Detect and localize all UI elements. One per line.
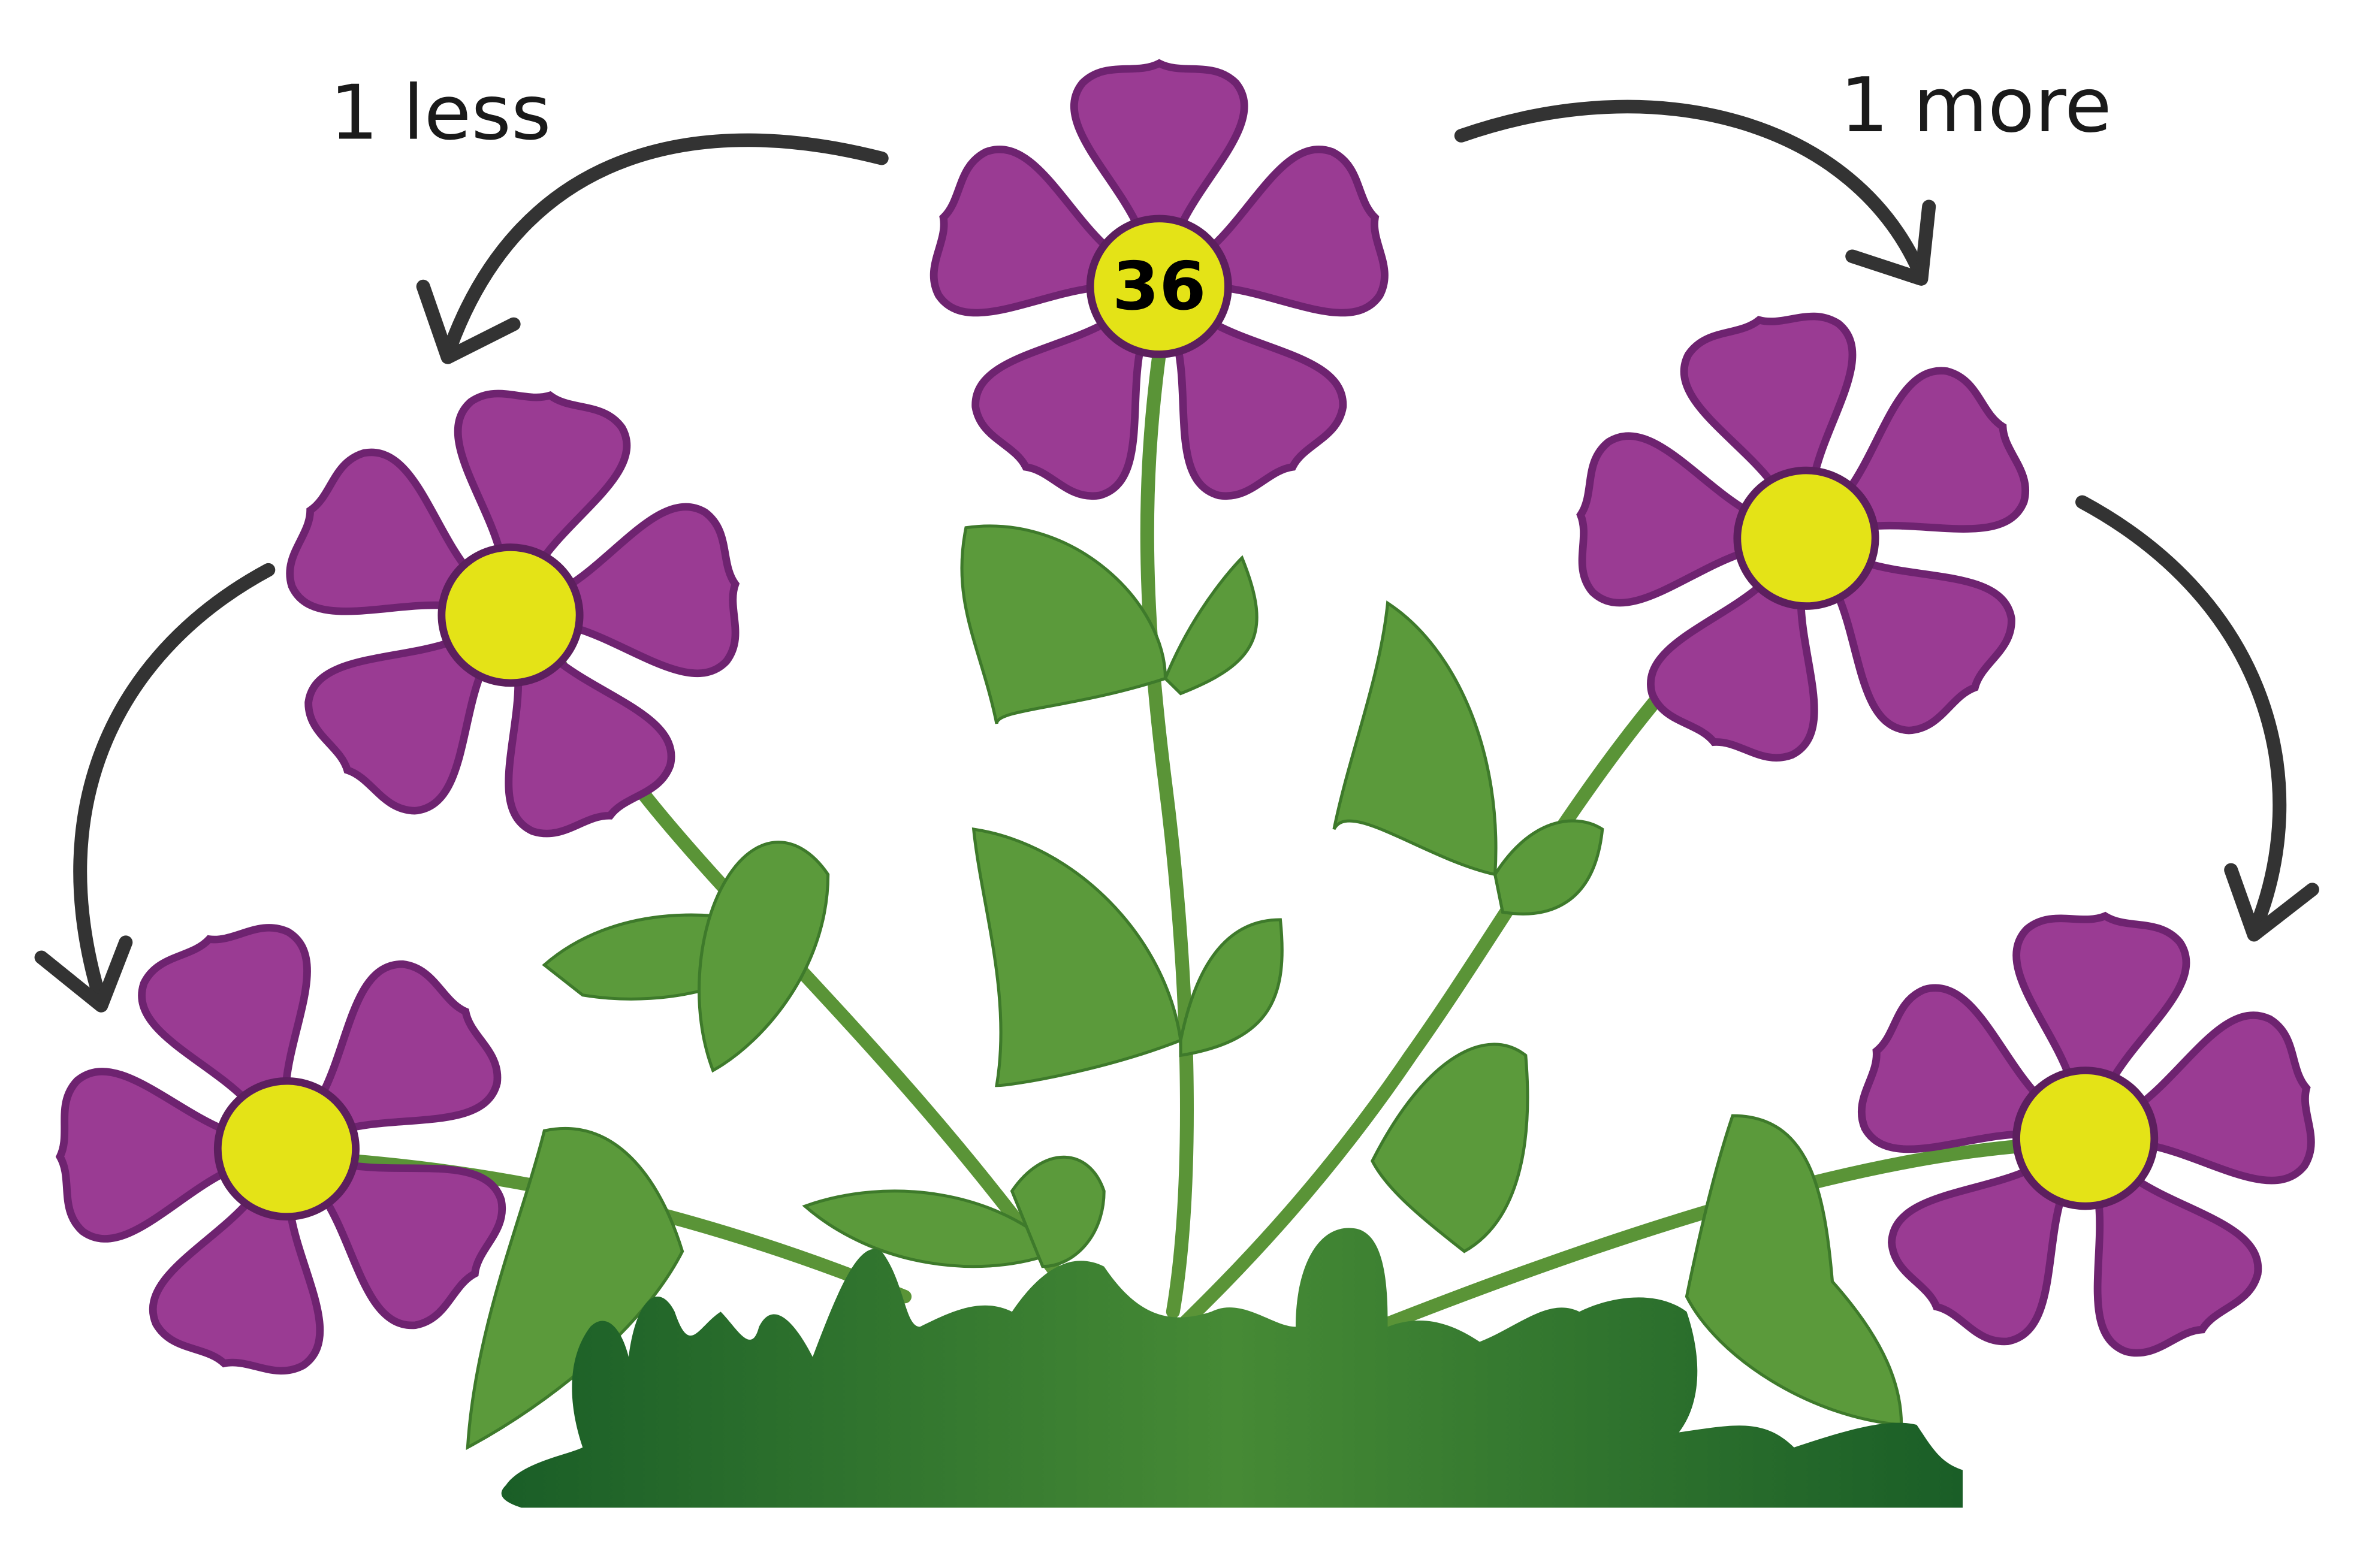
petal [1173,318,1347,500]
petal [1647,580,1818,762]
flower-center-disc [213,1077,360,1220]
petal [2093,1174,2262,1357]
grass-mound [501,1228,1963,1508]
flower-left-upper [286,389,740,838]
flower-center-disc [2012,1067,2159,1210]
flower-center-disc [1733,466,1879,610]
flowers [55,59,2315,1375]
arrow-less-top [416,133,889,364]
petal [149,1197,324,1375]
flower-right-upper [1576,312,2029,762]
flower-center [930,59,1389,500]
leaf [1010,1155,1106,1268]
petal [564,503,740,677]
petal [317,960,502,1133]
petal [304,637,486,815]
flower-center-disc [1086,214,1232,358]
leaves [466,524,1903,1451]
petal [2012,911,2190,1084]
petal [286,448,472,615]
arrow-more-top [1454,99,1936,286]
petal [2136,1011,2315,1185]
petal [505,655,675,838]
stem-center [1140,348,1194,1319]
petal [1833,558,2015,735]
petal [1680,312,1857,488]
arrow-less-bottom [34,563,276,1013]
petal [321,1161,506,1330]
flower-bottom-right [1858,911,2315,1357]
petal [454,389,631,564]
leaf [1371,1043,1529,1253]
center-number: 36 [1112,248,1206,325]
petal [1888,1165,2066,1346]
leaf [1163,555,1259,696]
petal [930,146,1112,317]
petal [971,318,1145,500]
petal [55,1068,230,1243]
petal [138,924,311,1104]
label-one-less: 1 less [330,68,551,156]
leaf [971,827,1182,1087]
petal [1858,984,2042,1153]
stem-right-upper [1173,581,1770,1334]
leaf [698,841,830,1073]
leaf [1332,600,1498,877]
petal [1844,367,2029,533]
arrows [34,99,2319,1013]
leaf [466,1126,684,1451]
leaf [1685,1114,1903,1427]
petal [1070,59,1248,230]
label-one-more: 1 more [1840,61,2111,149]
leaf [1179,918,1284,1058]
flower-bottom-left [55,924,506,1375]
flower-center-disc [437,543,584,687]
leaf [960,524,1167,724]
petal [1206,146,1389,317]
arrow-more-bottom [2075,495,2319,942]
leaf [1493,819,1604,916]
petal [1576,432,1752,607]
